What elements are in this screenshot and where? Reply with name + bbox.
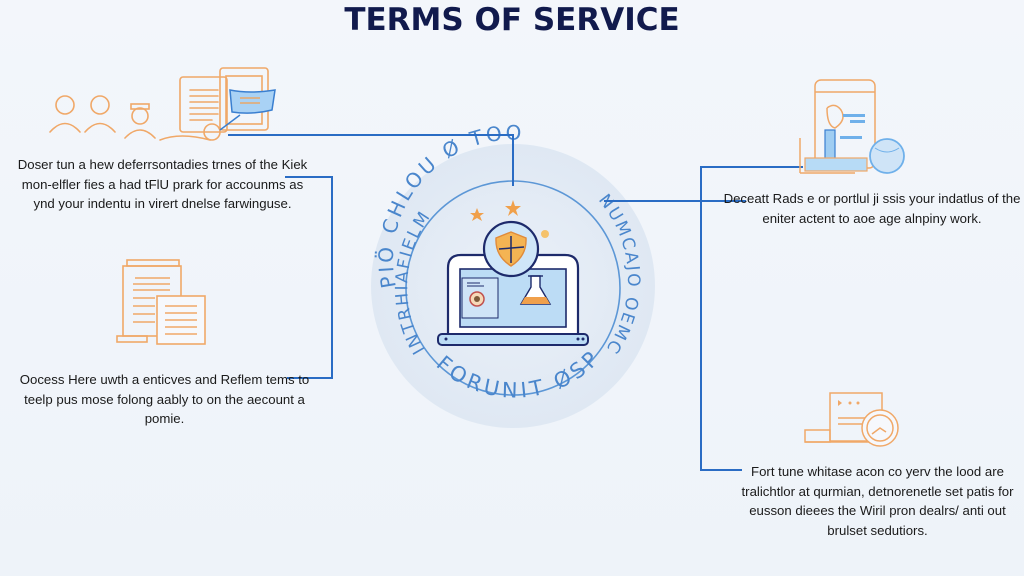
section-text-bottom-right: Fort tune whitase acon co yerv the lood … [741, 464, 1014, 538]
connector-lines [228, 134, 803, 471]
connector-left-bracket [285, 176, 333, 379]
magnifier-document-icon [804, 392, 899, 447]
laptop-icon [437, 253, 589, 346]
sparkle-icon [470, 200, 549, 238]
tablet-globe-icon [799, 79, 905, 174]
flask-icon [519, 275, 552, 305]
section-text-top-right: Deceatt Rads e or portlul ji ssis your i… [723, 191, 1021, 226]
shield-badge-icon [482, 220, 540, 278]
section-text-top-left: Doser tun a hew deferrsontadies trnes of… [17, 157, 308, 211]
documents-icon [116, 259, 206, 345]
connector-top-left [228, 134, 514, 186]
connector-right-bracket [700, 166, 803, 471]
page-title: TERMS OF SERVICE [344, 2, 680, 38]
people-document-icon [49, 67, 276, 141]
section-text-bottom-left: Oocess Here uwth a enticves and Reflem t… [19, 372, 310, 426]
